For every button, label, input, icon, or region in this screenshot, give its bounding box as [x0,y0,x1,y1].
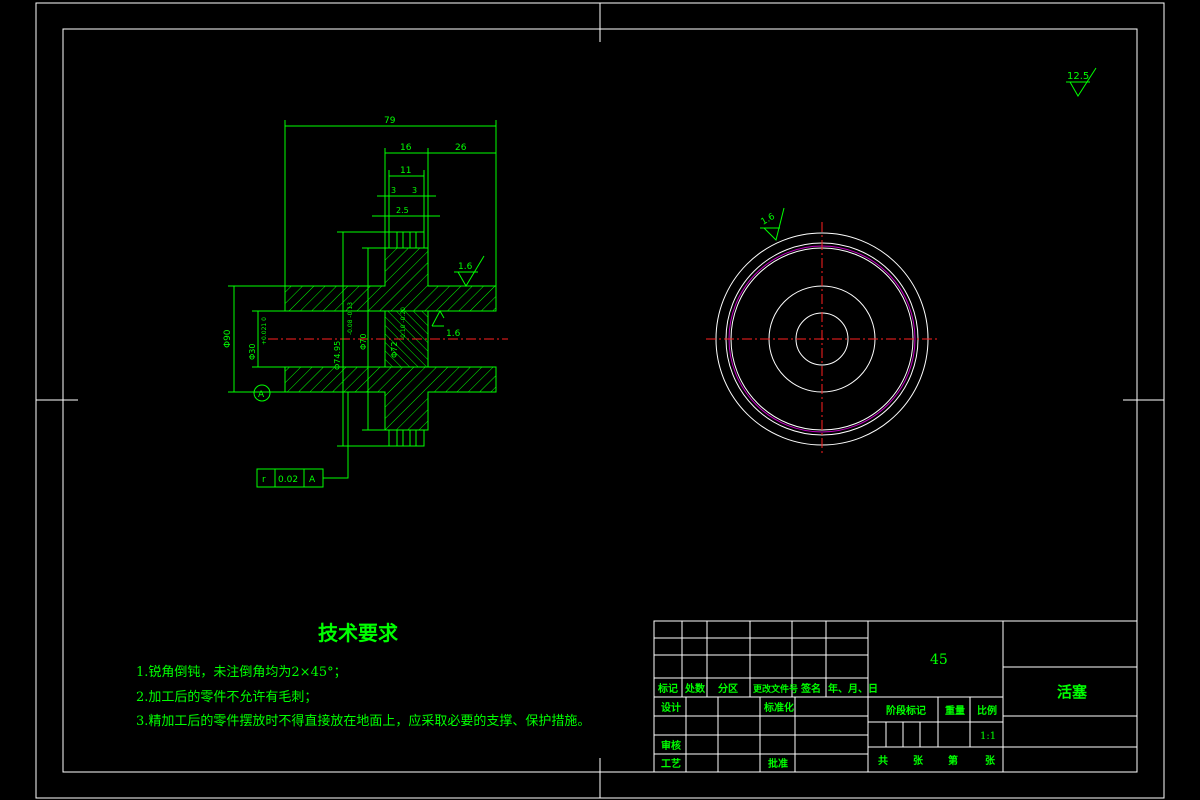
tech-requirements: 技术要求 1.锐角倒钝，未注倒角均为2×45°； 2.加工后的零件不允许有毛刺；… [136,621,590,729]
dim-flange-diameter: Φ74.95 [333,341,342,370]
section-upper [284,247,497,312]
part-name: 活塞 [1057,683,1088,701]
header-count: 处数 [684,682,706,695]
section-view: 79 16 26 11 3 3 2.5 Φ90 Φ30 +0.021 0 A Φ… [223,116,508,488]
tech-req-title: 技术要求 [318,621,399,645]
roughness-face-value: 1.6 [458,262,473,272]
label-sheets-1: 张 [913,754,924,767]
roughness-global-value: 12.5 [1067,71,1089,82]
end-view: 1.6 [706,207,938,456]
dim-outer-diameter: Φ90 [223,329,233,348]
label-review: 审核 [661,739,681,752]
dim-groove-width-1: 3 [391,186,396,195]
header-zone: 分区 [718,682,738,695]
gtol-value: 0.02 [278,475,298,485]
dim-groove-width-2: 3 [412,186,417,195]
label-weight: 重量 [945,704,965,717]
gtol-frame [256,468,324,488]
tech-req-item-3: 3.精加工后的零件摆放时不得直接放在地面上，应采取必要的支撑、保护措施。 [136,713,590,729]
dim-right-length: 26 [455,143,467,153]
label-design: 设计 [661,701,681,714]
dim-overall-length: 79 [384,116,396,126]
dim-flange-width: 16 [400,143,412,153]
roughness-symbol-global: 12.5 [1066,67,1097,97]
dim-groove-tolerance: -0.10 -0.20 [400,307,407,340]
dim-bore-diameter: Φ30 [248,344,257,360]
dim-groove-pitch: 2.5 [396,206,409,215]
label-page: 第 [948,754,958,767]
groove-area-bottom [388,429,425,447]
header-date: 年、月、日 [828,682,878,695]
inner-frame [62,28,1138,773]
dim-groove-span: 11 [400,166,411,176]
groove-area-top [388,231,425,249]
tech-req-item-1: 1.锐角倒钝，未注倒角均为2×45°； [136,665,347,680]
scale-value: 1:1 [980,731,996,742]
gtol-symbol: r [262,475,266,485]
dim-groove-diameter: Φ72 [390,342,399,358]
roughness-bore-value: 1.6 [446,329,461,339]
label-approve: 批准 [768,757,788,770]
roughness-circle-value: 1.6 [760,212,778,228]
tech-req-item-2: 2.加工后的零件不允许有毛刺； [136,689,317,705]
header-change-doc: 更改文件号 [753,683,798,695]
dim-bore-tolerance: +0.021 0 [261,317,268,345]
label-standardize: 标准化 [763,701,794,714]
datum-label: A [258,390,265,400]
label-sheets-2: 张 [985,754,996,767]
section-lower [284,366,497,431]
header-mark: 标记 [657,682,678,695]
material-value: 45 [930,652,948,668]
title-block: 45 活塞 标记 处数 分区 更改文件号 签名 年、月、日 设计 标准化 审核 … [653,620,1138,773]
dim-hub-diameter: Φ70 [359,334,368,350]
gtol-datum: A [309,475,316,485]
dim-flange-tolerance: -0.08 -0.13 [347,302,354,335]
datum-circle [253,384,271,402]
label-total: 共 [878,754,888,767]
header-signature: 签名 [800,682,821,695]
label-process: 工艺 [661,757,681,770]
label-stage-mark: 阶段标记 [886,704,926,717]
label-scale: 比例 [977,704,997,717]
